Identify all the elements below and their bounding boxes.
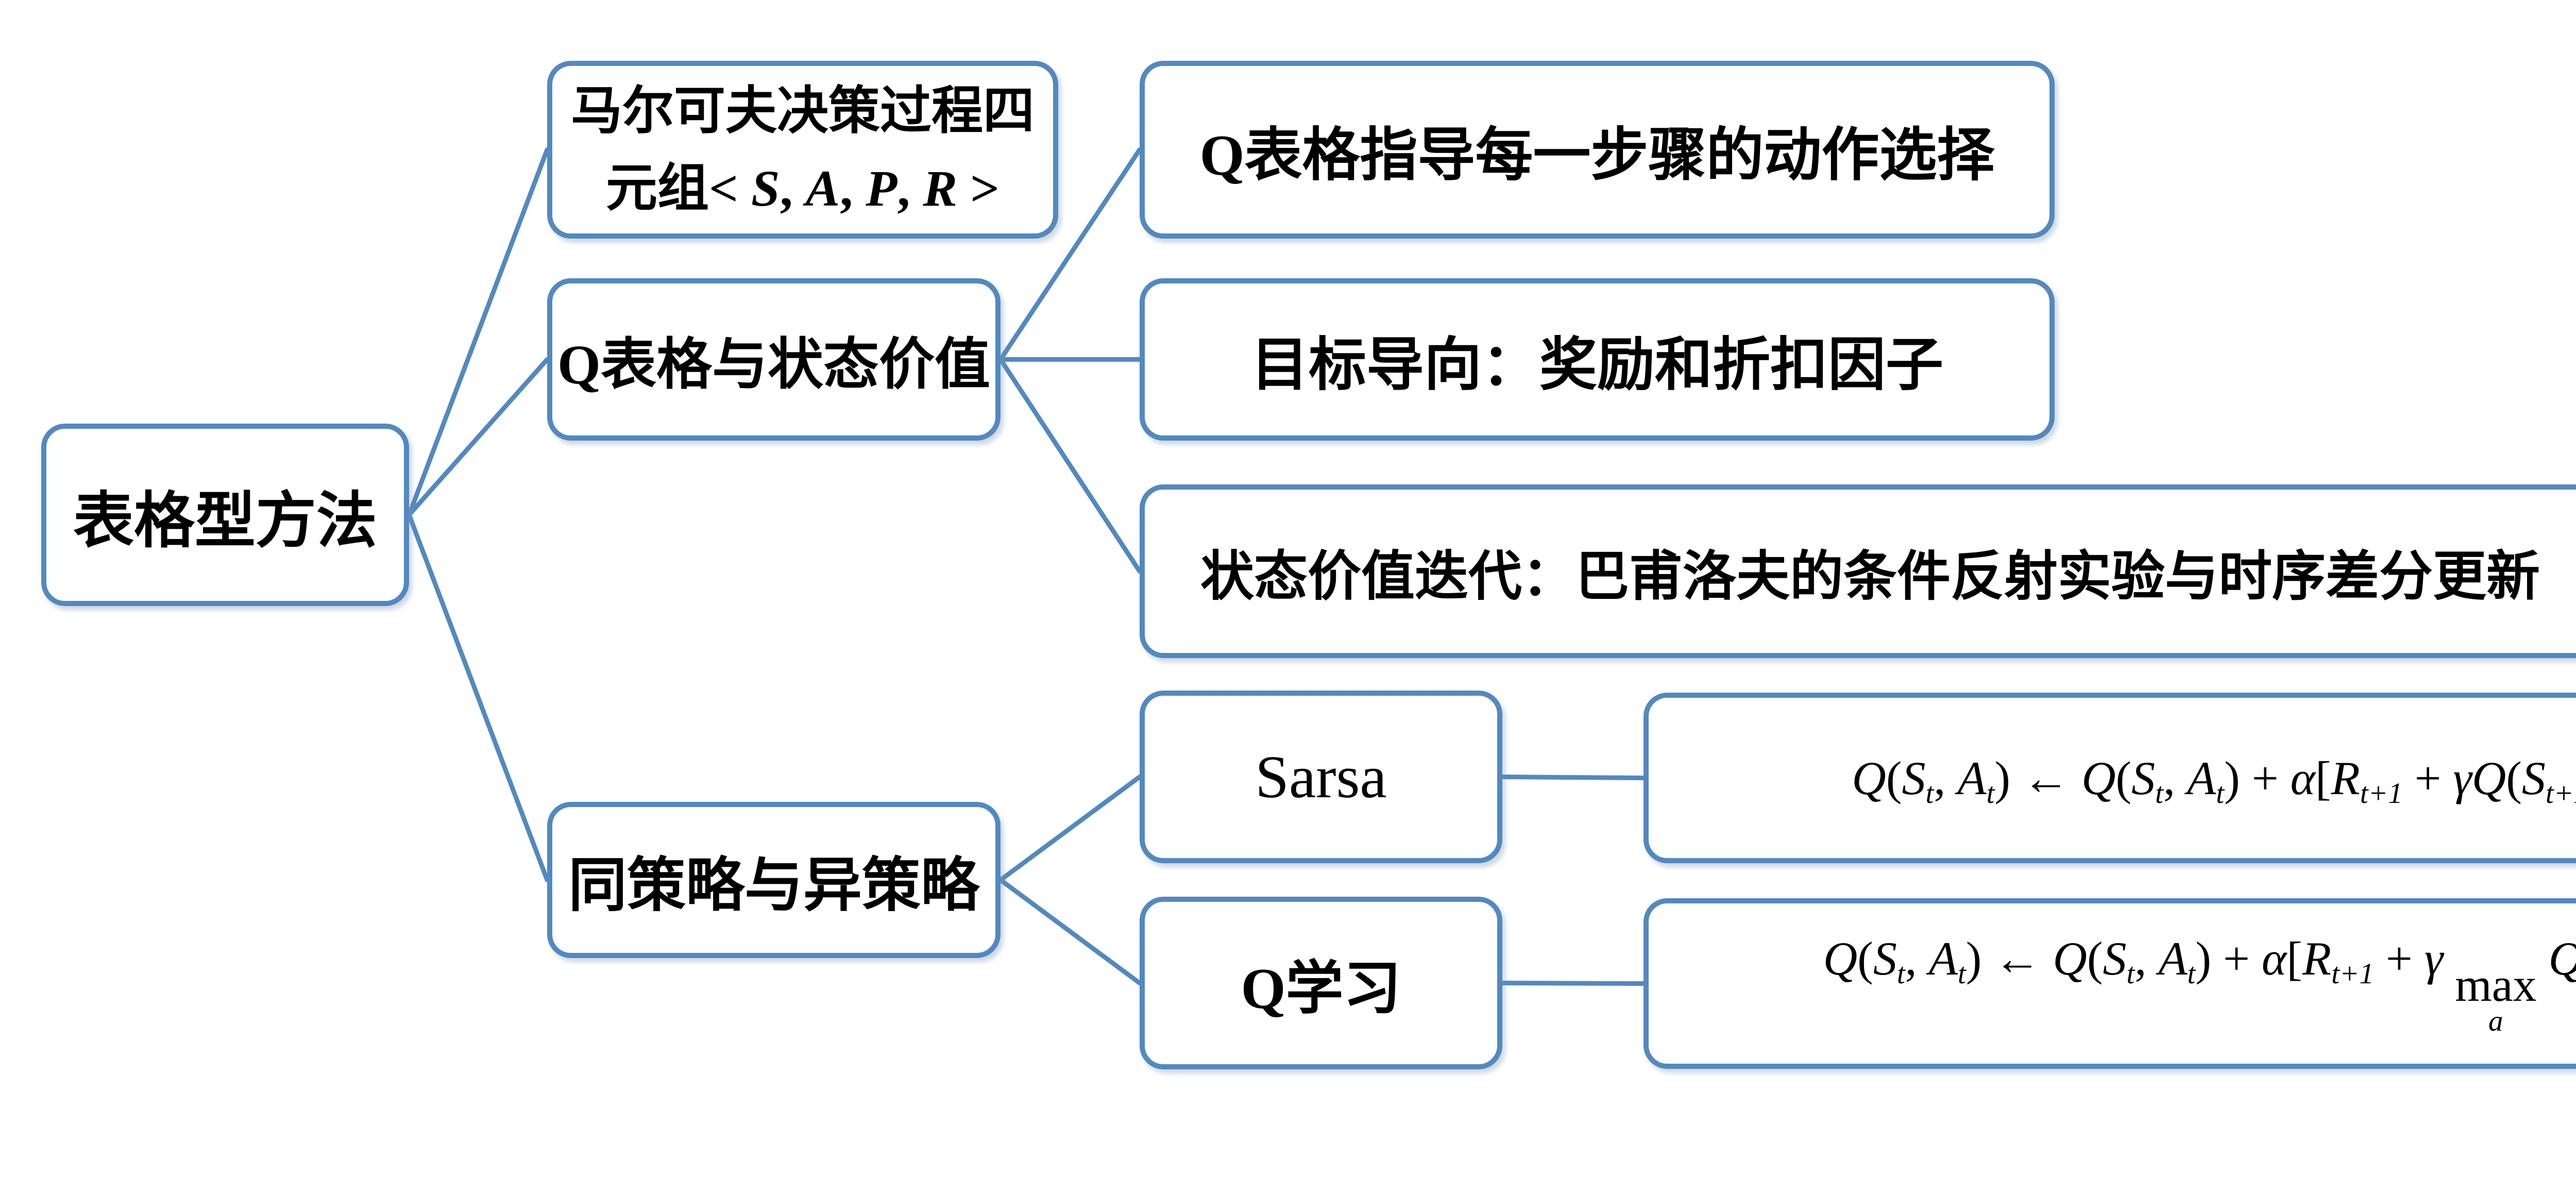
node-label-line1: 马尔可夫决策过程四 [571,82,1035,140]
formula-token: ( [1857,932,1873,985]
node-on-policy-off-policy: 同策略与异策略 [547,802,1001,958]
formula-token: , [1905,932,1929,985]
formula-token: , [840,159,866,217]
formula-subscript: t+1 [2360,777,2403,810]
formula-token: , [779,159,806,217]
node-tabular-methods: 表格型方法 [41,424,409,606]
connector-policy-qlearning [998,878,1142,985]
formula-subscript: t+1 [2545,777,2576,810]
node-label: 同策略与异策略 [568,853,979,918]
formula-token: ( [1886,751,1902,804]
node-state-value-iteration: 状态价值迭代：巴甫洛夫的条件反射实验与时序差分更新 [1140,484,2576,658]
formula-token: γQ [2453,751,2506,804]
formula-token: [ [2315,751,2331,804]
formula-token: ) + [2195,932,2262,985]
connector-root-qtable [406,357,550,517]
formula-token: R [2331,751,2360,804]
formula-token: + [2402,751,2453,804]
formula-token: ) ← [1994,751,2082,804]
node-sarsa-formula: Q(St, At) ← Q(St, At) + α[Rt+1 + γQ(St+1… [1643,693,2576,863]
node-q-learning: Q学习 [1140,897,1502,1069]
formula-subscript: t+1 [2331,958,2374,990]
node-label: Q表格与状态价值 [557,334,990,396]
formula-token: A [2158,932,2188,985]
connector-root-mdp [406,147,550,517]
formula-token: S [1902,751,1926,804]
connector-qtable-leaf_value [998,357,1142,574]
formula-subscript: t [2126,958,2135,990]
formula-token: [ [2286,932,2302,985]
node-mdp-tuple: 马尔可夫决策过程四 元组< S, A, P, R > [547,61,1058,239]
formula-token: S [2131,751,2156,804]
node-label: 表格型方法 [73,487,377,555]
formula-token: A [1928,932,1958,985]
sarsa-update-equation: Q(St, At) ← Q(St, At) + α[Rt+1 + γQ(St+1… [1852,751,2576,808]
connector-qtable-leaf_action [998,147,1142,362]
formula-token: P [866,159,897,217]
formula-token: + [2374,932,2425,985]
formula-token: Q [1852,751,1886,804]
formula-token: , [2163,751,2188,804]
formula-subscript: t [2216,777,2225,810]
formula-token: Q [1823,932,1858,985]
formula-subscript: t [1896,958,1905,990]
node-q-table-action-selection: Q表格指导每一步骤的动作选择 [1140,61,2055,239]
formula-token: > [957,159,1000,217]
formula-token: Q [2536,932,2576,985]
connector-sarsa-sarsa_formula [1500,775,1646,780]
formula-token: , [897,159,923,217]
formula-token: , [1934,751,1958,804]
formula-token: α [2261,932,2287,985]
formula-token: R [923,159,958,217]
formula-token: Q [2081,751,2116,804]
formula-token: Q [2053,932,2087,985]
formula-token: ( [2115,751,2132,804]
node-label: Q学习 [1241,956,1401,1021]
formula-token: R [2302,932,2332,985]
node-q-table-state-value: Q表格与状态价值 [547,278,1001,441]
formula-token: ( [2087,932,2103,985]
node-label: Q表格指导每一步骤的动作选择 [1199,123,1995,188]
node-label: 状态价值迭代：巴甫洛夫的条件反射实验与时序差分更新 [1200,547,2540,607]
connector-root-policy [406,512,550,882]
formula-token: S [2103,932,2127,985]
node-label: 目标导向：奖励和折扣因子 [1251,333,1943,397]
formula-token: A [1957,751,1987,804]
formula-token: S [2521,751,2546,804]
node-label-line2: 元组< S, A, P, R > [606,150,999,227]
formula-token: S [1873,932,1897,985]
formula-subscript: t [2187,958,2196,990]
formula-token: S [751,159,780,217]
formula-subscript: t [2155,777,2164,810]
formula-token: γ [2424,932,2455,985]
node-label: Sarsa [1255,743,1387,811]
formula-token: ) + [2224,751,2291,804]
formula-token: 元组< [605,159,751,217]
formula-token: A [2187,751,2216,804]
formula-token: ( [2506,751,2522,804]
formula-token: α [2290,751,2315,804]
node-goal-oriented: 目标导向：奖励和折扣因子 [1140,278,2055,441]
formula-token: ) ← [1965,932,2053,985]
formula-subscript: t [1986,777,1995,810]
formula-token: A [805,159,840,217]
formula-subscript: t [1925,777,1934,810]
formula-token: , [2134,932,2159,985]
formula-subscript: t [1957,958,1966,990]
node-sarsa: Sarsa [1140,691,1502,863]
connector-policy-sarsa [998,775,1142,882]
connector-qlearning-qlearning_formula [1500,981,1646,986]
